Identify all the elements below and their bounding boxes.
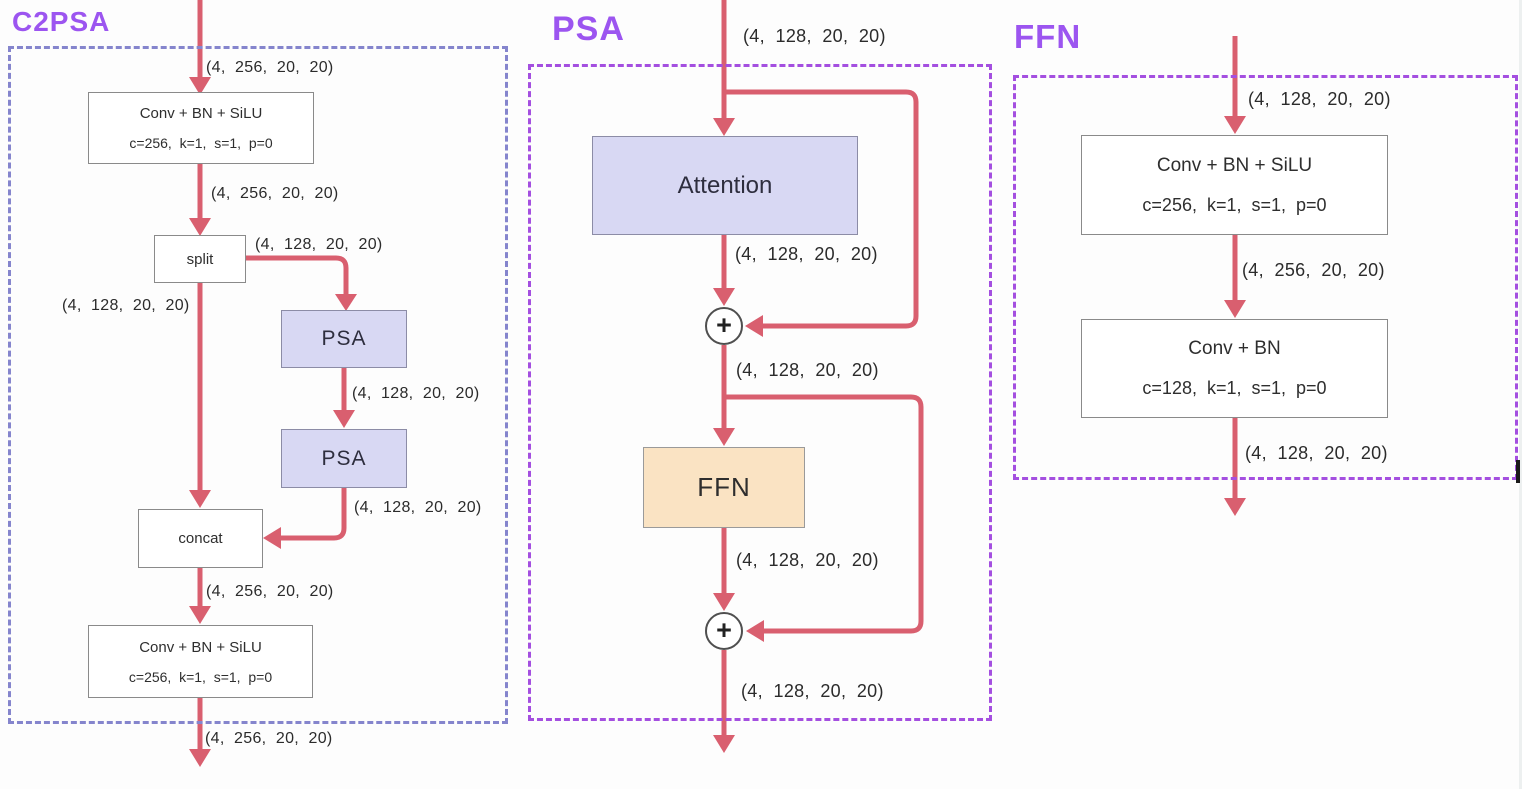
tensor-shape-label: (4, 128, 20, 20) — [1248, 89, 1391, 109]
arrowhead-icon — [333, 410, 355, 428]
c2psa-title: C2PSA — [12, 6, 111, 37]
tensor-shape-label: (4, 128, 20, 20) — [743, 26, 886, 46]
skip-connection-line — [724, 394, 924, 634]
tensor-shape-label: (4, 128, 20, 20) — [741, 681, 884, 701]
ffn-block: FFN — [643, 447, 805, 528]
conv-bn-silu-box: Conv + BN + SiLU c=256, k=1, s=1, p=0 — [1081, 135, 1388, 235]
arrowhead-icon — [189, 77, 211, 95]
add-node-2: + — [705, 612, 743, 650]
conv-box-title: Conv + BN + SiLU — [139, 638, 262, 656]
text-cursor-artifact — [1516, 460, 1520, 483]
arrowhead-icon — [1224, 498, 1246, 516]
conv-box-params: c=128, k=1, s=1, p=0 — [1142, 378, 1327, 398]
arrowhead-icon — [263, 527, 281, 549]
arrowhead-icon — [189, 606, 211, 624]
screen-edge-artifact — [1519, 0, 1522, 789]
ffn-region — [1013, 75, 1518, 480]
attention-box-label: Attention — [677, 171, 773, 199]
tensor-shape-label: (4, 128, 20, 20) — [1245, 443, 1388, 463]
arrowhead-icon — [335, 294, 357, 311]
conv-bn-silu-box: Conv + BN + SiLU c=256, k=1, s=1, p=0 — [88, 92, 314, 164]
arrowhead-icon — [713, 735, 735, 753]
arrowhead-icon — [713, 428, 735, 446]
arrowhead-icon — [745, 315, 763, 337]
conv-box-params: c=256, k=1, s=1, p=0 — [128, 668, 273, 685]
tensor-shape-label: (4, 256, 20, 20) — [211, 185, 339, 202]
conv-bn-box: Conv + BN c=128, k=1, s=1, p=0 — [1081, 319, 1388, 418]
tensor-shape-label: (4, 128, 20, 20) — [255, 236, 383, 253]
psa-block-label: PSA — [321, 446, 367, 470]
conv-box-params: c=256, k=1, s=1, p=0 — [1142, 194, 1327, 215]
ffn-title: FFN — [1014, 18, 1082, 55]
arrowhead-icon — [1224, 300, 1246, 318]
tensor-shape-label: (4, 256, 20, 20) — [206, 59, 334, 76]
plus-icon: + — [716, 309, 732, 340]
split-box-label: split — [186, 250, 214, 268]
arrowhead-icon — [1224, 116, 1246, 134]
tensor-shape-label: (4, 128, 20, 20) — [62, 297, 190, 314]
tensor-shape-label: (4, 128, 20, 20) — [352, 385, 480, 402]
c2psa-region — [8, 46, 508, 724]
psa-block-label: PSA — [321, 327, 367, 350]
conv-bn-silu-box: Conv + BN + SiLU c=256, k=1, s=1, p=0 — [88, 625, 313, 698]
psa-block-2: PSA — [281, 429, 407, 488]
tensor-shape-label: (4, 256, 20, 20) — [205, 730, 333, 747]
tensor-shape-label: (4, 128, 20, 20) — [354, 499, 482, 516]
conv-box-params: c=256, k=1, s=1, p=0 — [129, 135, 273, 151]
arrowheads — [189, 77, 1246, 767]
tensor-shape-label: (4, 128, 20, 20) — [736, 550, 879, 570]
tensor-shape-label: (4, 128, 20, 20) — [736, 360, 879, 380]
tensor-shape-label: (4, 256, 20, 20) — [1242, 260, 1385, 280]
flow-line — [281, 488, 347, 541]
split-box: split — [154, 235, 246, 283]
arrowhead-icon — [713, 288, 735, 306]
arrowhead-icon — [189, 490, 211, 508]
conv-box-title: Conv + BN + SiLU — [1156, 154, 1313, 176]
arrowhead-icon — [189, 749, 211, 767]
add-node-1: + — [705, 307, 743, 345]
flow-line — [246, 255, 349, 295]
flow-lines — [197, 0, 1238, 750]
tensor-shape-label: (4, 128, 20, 20) — [735, 244, 878, 264]
arrowhead-icon — [746, 620, 764, 642]
arrowhead-icon — [713, 118, 735, 136]
skip-connection-line — [724, 89, 919, 329]
concat-box: concat — [138, 509, 263, 568]
plus-icon: + — [716, 614, 732, 645]
arrowhead-icon — [713, 593, 735, 611]
arrowhead-icon — [189, 218, 211, 236]
psa-region — [528, 64, 992, 721]
attention-box: Attention — [592, 136, 858, 235]
psa-block-1: PSA — [281, 310, 407, 368]
psa-title: PSA — [552, 10, 625, 48]
ffn-block-label: FFN — [697, 472, 751, 502]
conv-box-title: Conv + BN — [1188, 338, 1281, 359]
tensor-shape-label: (4, 256, 20, 20) — [206, 583, 334, 600]
conv-box-title: Conv + BN + SiLU — [139, 105, 263, 122]
concat-box-label: concat — [178, 530, 223, 547]
